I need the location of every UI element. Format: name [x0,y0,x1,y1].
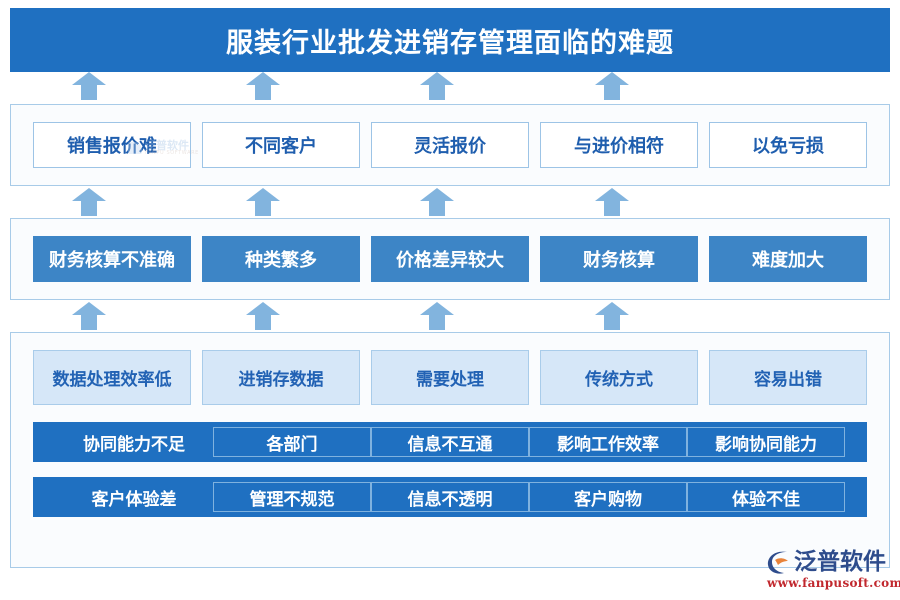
arrow-row-1 [10,72,890,100]
arrow-up-icon [595,188,629,216]
arrow-up-icon [246,302,280,330]
box-data-efficiency-1[interactable]: 数据处理效率低 [33,350,191,405]
page-title: 服装行业批发进销存管理面临的难题 [226,27,674,59]
arrow-row-3 [10,302,890,330]
fanpu-logo-icon [766,549,792,575]
arrow-up-icon [595,72,629,100]
logo-website-url: www.fanpusoft.com [767,576,900,590]
box-data-efficiency-3[interactable]: 需要处理 [371,350,529,405]
arrow-shaft [429,314,445,330]
row-collaboration: 协同能力不足 各部门信息不互通影响工作效率影响协同能力 [33,422,867,462]
arrow-shaft [429,200,445,216]
box-sales-quote-5[interactable]: 以免亏损 [709,122,867,168]
cell-collaboration-4[interactable]: 影响工作效率 [529,427,687,457]
arrow-shaft [81,200,97,216]
row-finance: 财务核算不准确种类繁多价格差异较大财务核算难度加大 [33,236,867,282]
arrow-head [420,72,454,85]
box-data-efficiency-4[interactable]: 传统方式 [540,350,698,405]
arrow-shaft [604,314,620,330]
arrow-shaft [255,200,271,216]
arrow-shaft [81,84,97,100]
brand-logo: 泛普软件 www.fanpusoft.com [766,549,900,595]
logo-company-name: 泛普软件 [794,549,886,575]
box-finance-4[interactable]: 财务核算 [540,236,698,282]
cell-collaboration-3[interactable]: 信息不互通 [371,427,529,457]
arrow-shaft [604,200,620,216]
arrow-up-icon [420,302,454,330]
box-sales-quote-4[interactable]: 与进价相符 [540,122,698,168]
arrow-head [72,188,106,201]
row-data-efficiency: 数据处理效率低进销存数据需要处理传统方式容易出错 [33,350,867,405]
row-customer-experience: 客户体验差 管理不规范信息不透明客户购物体验不佳 [33,477,867,517]
arrow-head [72,302,106,315]
box-finance-1[interactable]: 财务核算不准确 [33,236,191,282]
arrow-up-icon [72,302,106,330]
arrow-head [246,188,280,201]
arrow-up-icon [595,302,629,330]
cell-customer-experience-1[interactable]: 客户体验差 [91,489,177,510]
box-finance-3[interactable]: 价格差异较大 [371,236,529,282]
section-panel-sales-quote: 销售报价难不同客户灵活报价与进价相符以免亏损 [10,104,890,186]
section-panel-operations: 数据处理效率低进销存数据需要处理传统方式容易出错 协同能力不足各部门信息不互通影… [10,332,890,568]
arrow-shaft [81,314,97,330]
box-sales-quote-2[interactable]: 不同客户 [202,122,360,168]
arrow-up-icon [420,72,454,100]
cell-customer-experience-3[interactable]: 信息不透明 [371,482,529,512]
cell-collaboration-1[interactable]: 协同能力不足 [83,434,185,455]
box-data-efficiency-5[interactable]: 容易出错 [709,350,867,405]
arrow-up-icon [246,188,280,216]
arrow-head [246,302,280,315]
arrow-up-icon [72,188,106,216]
arrow-head [595,188,629,201]
arrow-up-icon [246,72,280,100]
row-sales-quote: 销售报价难不同客户灵活报价与进价相符以免亏损 [33,122,867,168]
section-panel-finance: 财务核算不准确种类繁多价格差异较大财务核算难度加大 [10,218,890,300]
box-sales-quote-1[interactable]: 销售报价难 [33,122,191,168]
arrow-shaft [429,84,445,100]
arrow-head [72,72,106,85]
cell-customer-experience-4[interactable]: 客户购物 [529,482,687,512]
cell-customer-experience-2[interactable]: 管理不规范 [213,482,371,512]
arrow-shaft [255,314,271,330]
cell-collaboration-2[interactable]: 各部门 [213,427,371,457]
arrow-up-icon [72,72,106,100]
arrow-head [595,302,629,315]
page-title-bar: 服装行业批发进销存管理面临的难题 [10,8,890,72]
box-finance-5[interactable]: 难度加大 [709,236,867,282]
box-data-efficiency-2[interactable]: 进销存数据 [202,350,360,405]
box-finance-2[interactable]: 种类繁多 [202,236,360,282]
arrow-head [420,188,454,201]
arrow-row-2 [10,188,890,216]
fanpu-logo-svg [767,551,788,574]
arrow-head [420,302,454,315]
cell-collaboration-5[interactable]: 影响协同能力 [687,427,845,457]
cell-customer-experience-5[interactable]: 体验不佳 [687,482,845,512]
arrow-up-icon [420,188,454,216]
box-sales-quote-3[interactable]: 灵活报价 [371,122,529,168]
arrow-head [246,72,280,85]
arrow-shaft [604,84,620,100]
arrow-head [595,72,629,85]
arrow-shaft [255,84,271,100]
